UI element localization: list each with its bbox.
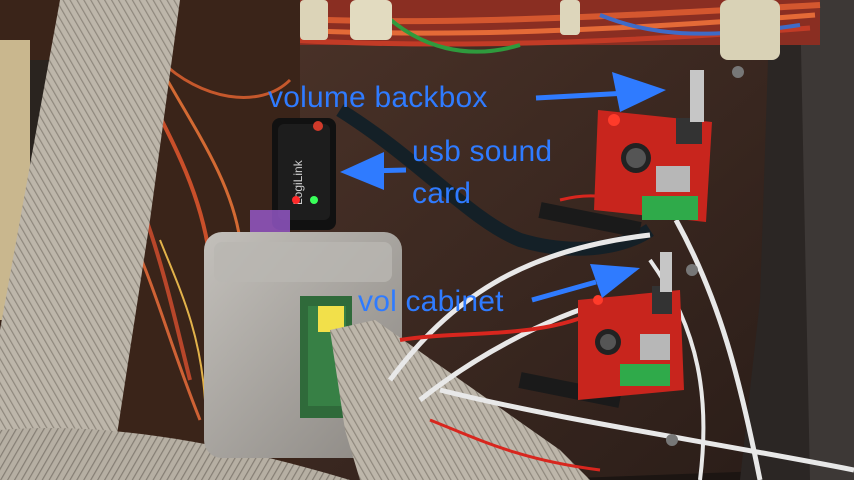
arrow-volume-backbox (535, 72, 666, 112)
amp-board-backbox (594, 70, 712, 222)
ribbon-cable-pi (330, 320, 590, 480)
label-usb-sound-line1: usb sound (412, 135, 553, 168)
arrow-usb-sound-card (340, 152, 407, 190)
usb-sound-card: LogiLink (250, 118, 336, 238)
label-usb-sound-line2: card (412, 177, 472, 210)
arrow-vol-cabinet (531, 264, 640, 303)
amp-board-cabinet (578, 252, 684, 400)
ribbon-cable-left (0, 0, 350, 480)
label-volume-backbox: volume backbox (268, 81, 488, 114)
brand-text: LogiLink (291, 159, 305, 205)
label-vol-cabinet: vol cabinet (358, 285, 504, 318)
